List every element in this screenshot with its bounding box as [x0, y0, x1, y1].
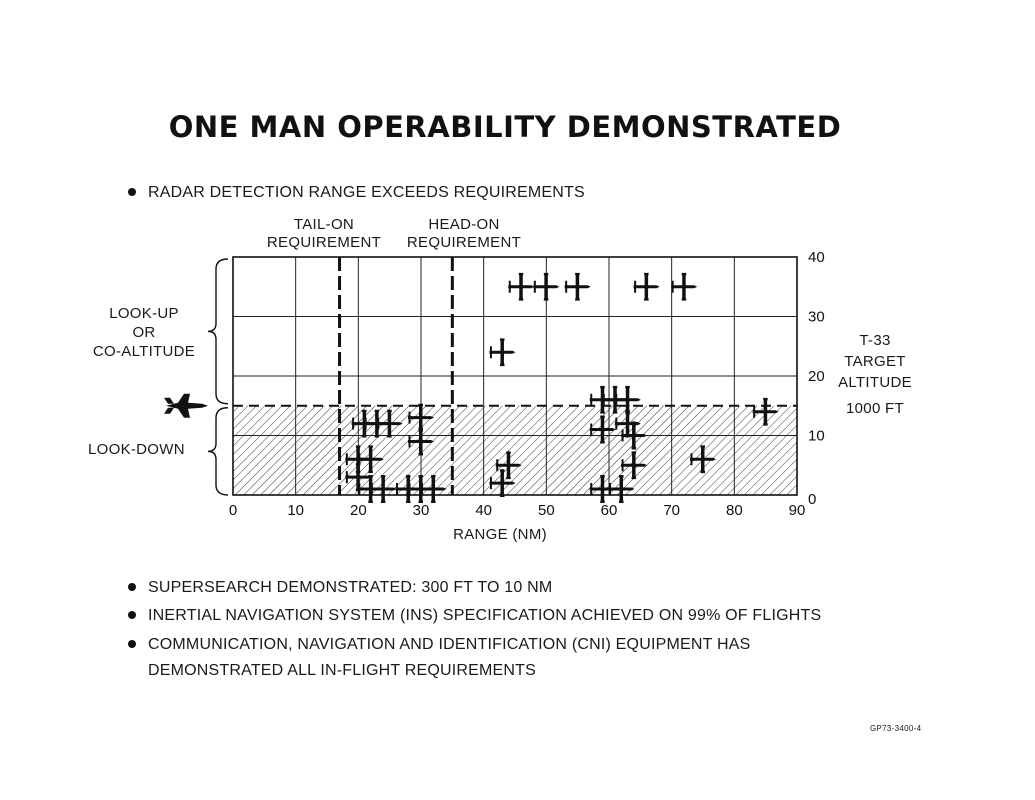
head-on-label-line2: REQUIREMENT: [406, 234, 522, 251]
x-tick-label: 30: [413, 502, 430, 519]
target-point: [671, 272, 698, 301]
bullet-ins: INERTIAL NAVIGATION SYSTEM (INS) SPECIFI…: [128, 607, 821, 625]
bullet-dot: [128, 639, 136, 648]
x-tick-label: 80: [726, 502, 743, 519]
x-tick-label: 40: [475, 502, 492, 519]
y-tick-label: 0: [808, 491, 816, 508]
x-tick-label: 10: [287, 502, 304, 519]
head-on-label-line1: HEAD-ON: [428, 216, 500, 233]
x-tick-label: 70: [663, 502, 680, 519]
bullet-dot: [128, 610, 136, 619]
bullet-ins-text: INERTIAL NAVIGATION SYSTEM (INS) SPECIFI…: [148, 607, 822, 624]
x-tick-label: 60: [601, 502, 618, 519]
bullet-cni: COMMUNICATION, NAVIGATION AND IDENTIFICA…: [128, 636, 750, 654]
x-tick-label: 0: [229, 502, 237, 519]
look-up-line3: CO-ALTITUDE: [92, 343, 196, 360]
y-tick-label: 10: [808, 428, 825, 445]
head-on-label: HEAD-ON REQUIREMENT: [389, 216, 539, 251]
y-tick-label: 20: [808, 368, 825, 385]
y-axis-title-line3: ALTITUDE: [838, 374, 912, 391]
tail-on-label: TAIL-ON REQUIREMENT: [262, 216, 386, 251]
look-down-brace: [207, 407, 229, 496]
bullet-cni-text: COMMUNICATION, NAVIGATION AND IDENTIFICA…: [148, 636, 751, 653]
target-point: [489, 338, 516, 367]
x-tick-label: 20: [350, 502, 367, 519]
y-tick-label: 30: [808, 309, 825, 326]
look-up-line1: LOOK-UP: [109, 305, 179, 322]
target-point: [533, 272, 560, 301]
x-tick-label: 90: [789, 502, 806, 519]
bullet-supersearch: SUPERSEARCH DEMONSTRATED: 300 FT TO 10 N…: [128, 579, 552, 597]
bullet-cni-continued: DEMONSTRATED ALL IN-FLIGHT REQUIREMENTS: [148, 662, 536, 679]
x-axis-title: RANGE (NM): [453, 526, 547, 543]
look-down-label: LOOK-DOWN: [88, 441, 185, 458]
tail-on-label-line1: TAIL-ON: [293, 216, 355, 233]
x-tick-label: 50: [538, 502, 555, 519]
look-up-line2: OR: [132, 324, 156, 341]
y-axis-title-line2: TARGET: [844, 353, 906, 370]
y-axis-title: T-33 TARGET ALTITUDE 1000 FT: [825, 330, 925, 419]
chart-grid: [232, 256, 798, 496]
target-point: [508, 272, 535, 301]
bullet-dot: [128, 582, 136, 591]
y-tick-label: 40: [808, 249, 825, 266]
target-point: [564, 272, 591, 301]
page-title: ONE MAN OPERABILITY DEMONSTRATED: [168, 110, 842, 144]
look-down-hatch: [233, 405, 797, 495]
look-up-brace: [207, 258, 229, 405]
target-point: [633, 272, 660, 301]
interceptor-aircraft-icon: [164, 393, 208, 418]
bullet-radar-text: RADAR DETECTION RANGE EXCEEDS REQUIREMEN…: [148, 184, 585, 201]
y-axis-title-line1: T-33: [859, 332, 891, 349]
requirement-lines: [338, 257, 454, 495]
y-axis-title-line4: 1000 FT: [846, 400, 904, 417]
figure-code: GP73-3400-4: [870, 724, 922, 733]
tail-on-label-line2: REQUIREMENT: [266, 234, 382, 251]
look-down-region: [233, 405, 797, 495]
bullet-radar: RADAR DETECTION RANGE EXCEEDS REQUIREMEN…: [128, 184, 585, 202]
bullet-supersearch-text: SUPERSEARCH DEMONSTRATED: 300 FT TO 10 N…: [148, 579, 553, 596]
bullet-dot: [128, 187, 136, 196]
chart-decorations: [164, 258, 229, 496]
look-up-label: LOOK-UP OR CO-ALTITUDE: [80, 304, 208, 361]
plot-frame: [232, 256, 798, 496]
